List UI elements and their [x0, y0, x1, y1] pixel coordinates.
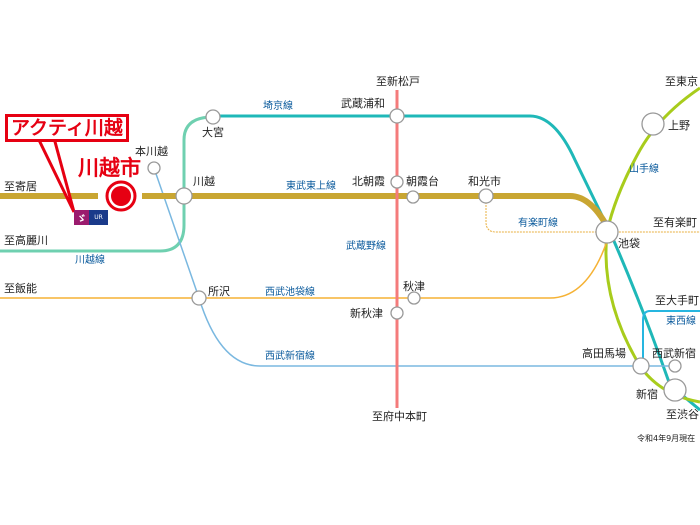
- station-kitaasaka[interactable]: [390, 175, 404, 189]
- line-label-kawagoe: 川越線: [75, 255, 105, 266]
- kawagoe-city-marker-dot: [111, 186, 131, 206]
- station-seibushinjuku[interactable]: [668, 359, 682, 373]
- label-akitsu: 秋津: [403, 280, 425, 293]
- label-seibushinjuku: 西武新宿: [652, 347, 696, 360]
- dir-shinmatsudo: 至新松戸: [376, 75, 420, 88]
- yurakucho-line: [485, 196, 700, 233]
- line-label-musashino: 武蔵野線: [346, 241, 386, 252]
- label-wakoshi: 和光市: [468, 175, 501, 188]
- station-shinakitsu[interactable]: [390, 306, 404, 320]
- dir-tokyo: 至東京: [665, 75, 698, 88]
- label-asakadai: 朝霞台: [406, 175, 439, 188]
- dir-fuchuhonmachi: 至府中本町: [372, 410, 427, 423]
- ur-logo: ゞ UR: [74, 210, 108, 225]
- dir-hanno: 至飯能: [4, 282, 37, 295]
- dir-komagawa: 至高麗川: [4, 234, 48, 247]
- label-ikebukuro: 池袋: [618, 237, 640, 250]
- station-asakadai[interactable]: [406, 190, 420, 204]
- station-omiya[interactable]: [205, 109, 221, 125]
- station-ueno[interactable]: [641, 112, 665, 136]
- label-honkawagoe: 本川越: [135, 145, 168, 158]
- line-label-tojo: 東武東上線: [286, 181, 336, 192]
- kawagoe-line: [0, 115, 214, 253]
- station-akitsu[interactable]: [407, 291, 421, 305]
- station-musashiurawa[interactable]: [389, 108, 405, 124]
- station-tokorozawa[interactable]: [191, 290, 207, 306]
- label-shinakitsu: 新秋津: [350, 307, 383, 320]
- label-kawagoe: 川越: [193, 175, 215, 188]
- line-label-tozai: 東西線: [666, 316, 696, 327]
- label-kitaasaka: 北朝霞: [352, 175, 385, 188]
- label-omiya: 大宮: [202, 126, 224, 139]
- label-ueno: 上野: [668, 119, 690, 132]
- dir-shibuya: 至渋谷: [666, 408, 699, 421]
- label-takadanobaba: 高田馬場: [582, 347, 626, 360]
- station-honkawagoe[interactable]: [147, 161, 161, 175]
- line-label-saikyo: 埼京線: [263, 101, 293, 112]
- callout-label: アクティ川越: [5, 114, 129, 142]
- dir-yorii: 至寄居: [4, 180, 37, 193]
- line-label-yamanote: 山手線: [629, 164, 659, 175]
- city-label: 川越市: [78, 156, 141, 180]
- as-of-note: 令和4年9月現在: [637, 434, 696, 443]
- line-label-seibu-ikebukuro: 西武池袋線: [265, 287, 315, 298]
- station-shinjuku[interactable]: [663, 378, 687, 402]
- station-kawagoe[interactable]: [175, 187, 193, 205]
- dir-yurakucho: 至有楽町: [653, 216, 697, 229]
- ur-logo-text: UR: [89, 210, 108, 225]
- label-musashiurawa: 武蔵浦和: [341, 97, 385, 110]
- station-ikebukuro[interactable]: [595, 220, 619, 244]
- seibu-ikebukuro-line: [0, 231, 611, 299]
- tozai-line: [642, 310, 700, 366]
- station-takadanobaba[interactable]: [632, 357, 650, 375]
- line-label-seibu-shinjuku: 西武新宿線: [265, 351, 315, 362]
- station-wakoshi[interactable]: [478, 188, 494, 204]
- line-label-yurakucho: 有楽町線: [518, 218, 558, 229]
- label-tokorozawa: 所沢: [208, 285, 230, 298]
- label-shinjuku: 新宿: [636, 388, 658, 401]
- callout-pointer: [36, 137, 76, 213]
- dir-otemachi: 至大手町: [655, 294, 699, 307]
